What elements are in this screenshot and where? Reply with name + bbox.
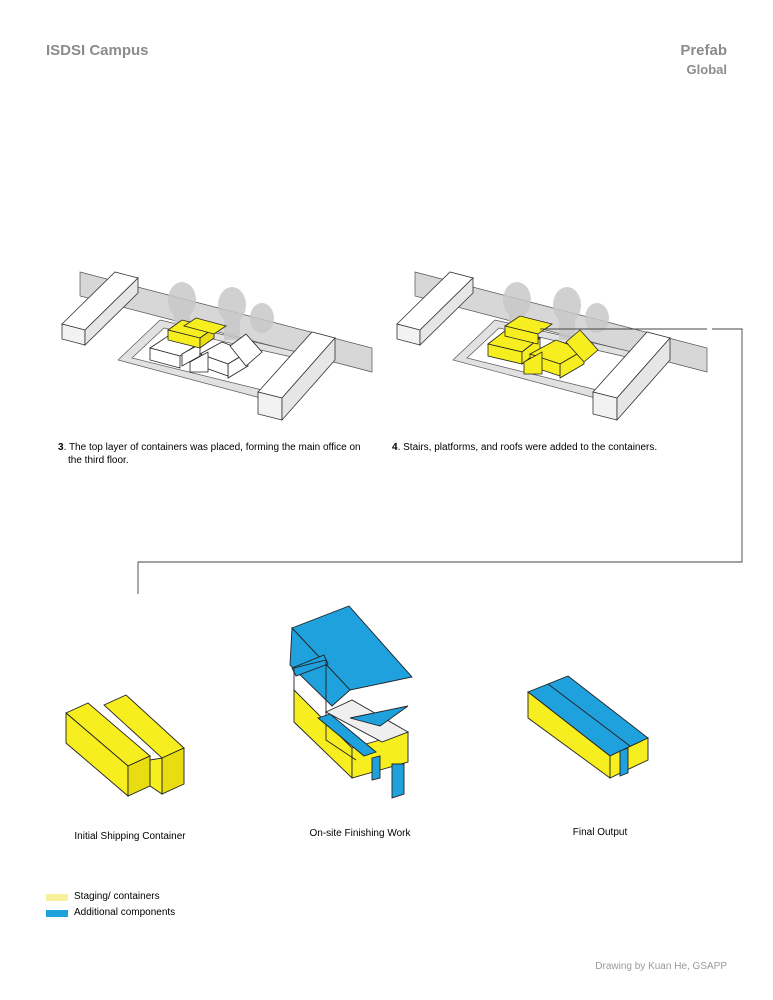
legend-swatch-components [46,910,68,917]
drawing-credit: Drawing by Kuan He, GSAPP [595,961,727,972]
step-3-caption: 3. The top layer of containers was place… [58,441,378,467]
connector-lines [137,328,743,594]
step-number: 4 [392,442,398,453]
label-onsite-finishing-work: On-site Finishing Work [309,828,411,839]
step-text: . The top layer of containers was placed… [63,442,361,453]
initial-shipping-container [65,694,185,797]
legend-label-staging: Staging/ containers [74,891,160,902]
site-step-4 [396,271,708,422]
step-text-cont: the third floor. [68,455,129,466]
site-step-3 [61,271,373,422]
label-final-output: Final Output [572,827,628,838]
finished-yellow-containers [487,315,599,379]
page-title: ISDSI Campus [46,42,149,59]
label-initial-shipping-container: Initial Shipping Container [74,831,186,842]
left-building-end [419,277,474,346]
category-label: Prefab [680,42,727,59]
right-building-end [616,336,671,422]
top-yellow-containers [167,317,227,349]
onsite-finishing-work [289,605,413,799]
left-building-end [84,277,139,346]
step-number: 3 [58,442,64,453]
step-text: . Stairs, platforms, and roofs were adde… [397,442,658,453]
final-output [527,675,649,779]
step-4-caption: 4. Stairs, platforms, and roofs were add… [392,441,712,454]
legend-label-components: Additional components [74,907,176,918]
subcategory-label: Global [686,62,727,77]
legend-swatch-staging [46,894,68,901]
right-building-end [281,336,336,422]
